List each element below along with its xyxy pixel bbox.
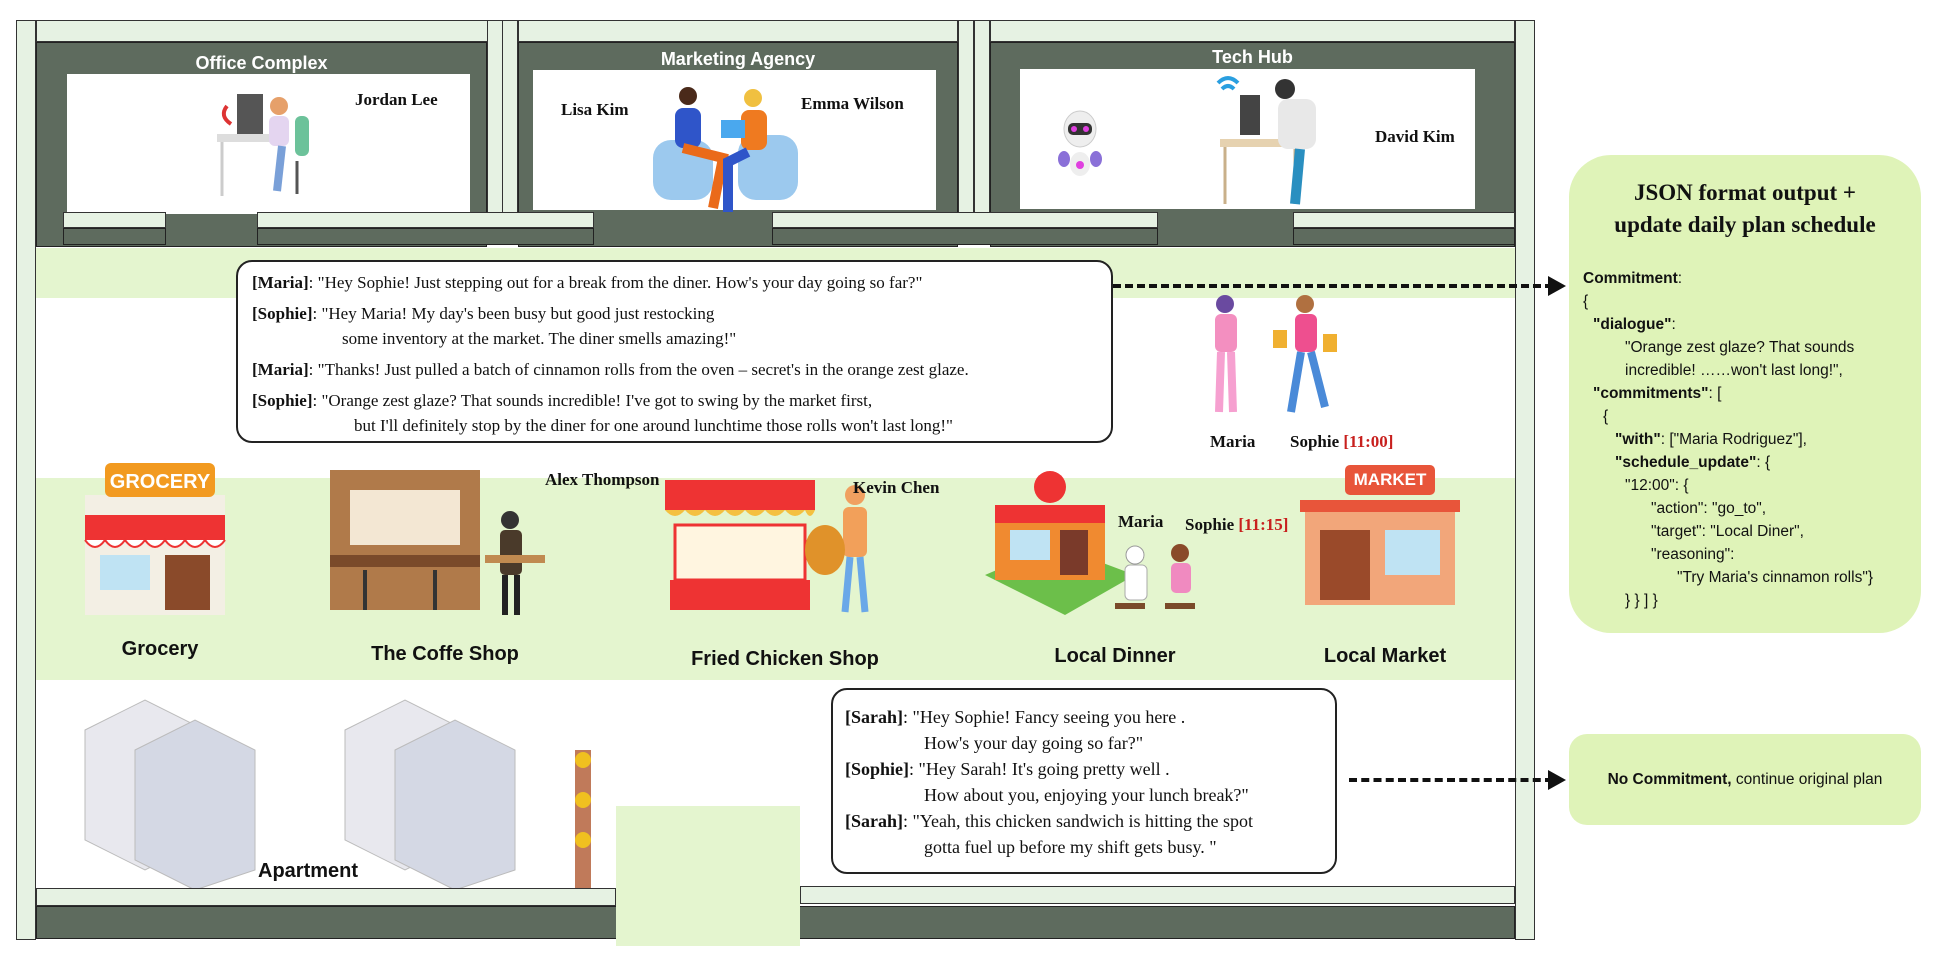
person-name-maria: Maria: [1210, 432, 1256, 451]
dialogue-line: [Sophie]: "Hey Maria! My day's been busy…: [252, 304, 737, 348]
json-content: Commitment: { "dialogue": "Orange zest g…: [1583, 270, 1873, 609]
building-title: Tech Hub: [1212, 47, 1293, 67]
person-name: Sophie [11:15]: [1185, 515, 1289, 534]
coffee-shop-icon: [330, 470, 545, 615]
no-commitment-label: No Commitment,: [1607, 770, 1732, 788]
grocery-sign: GROCERY: [109, 471, 211, 493]
apartment-label: Apartment: [258, 860, 359, 882]
apartment-buildings-illustration: [84, 699, 591, 890]
developer-illustration: [1216, 76, 1316, 205]
time-badge: [11:15]: [1238, 515, 1289, 534]
marketing-roof: [518, 20, 958, 42]
office-room: Jordan Lee: [67, 74, 470, 214]
shop-grocery[interactable]: GROCERY: [75, 455, 240, 625]
ledge: [1293, 212, 1515, 228]
dialogue-line: [Sarah]: "Yeah, this chicken sandwich is…: [845, 811, 1254, 857]
office-worker-illustration: [217, 94, 309, 196]
tech-roof: [990, 20, 1515, 42]
shop-fried-chicken[interactable]: [660, 465, 890, 625]
ledge: [257, 212, 594, 228]
wall-divider: [974, 20, 990, 230]
dialogue-line: [Sarah]: "Hey Sophie! Fancy seeing you h…: [845, 707, 1186, 753]
meeting-illustration: [653, 87, 798, 212]
person-name: Emma Wilson: [801, 94, 904, 113]
dialogue-line: [Sophie]: "Hey Sarah! It's going pretty …: [845, 759, 1249, 805]
shop-label: Local Market: [1323, 645, 1447, 667]
dialogue-line: [Sophie]: "Orange zest glaze? That sound…: [252, 391, 953, 435]
office-roof: [36, 20, 496, 42]
ledge: [772, 212, 1158, 228]
maria-sophie-illustration: [1215, 295, 1337, 413]
left-wall: [16, 20, 36, 940]
dashed-arrow: [1113, 284, 1553, 288]
bottom-ledge: [36, 888, 616, 906]
person-name: Jordan Lee: [355, 90, 438, 109]
dialogue-bubble-maria-sophie: [Maria]: "Hey Sophie! Just stepping out …: [236, 260, 1113, 443]
person-name: Maria: [1118, 512, 1164, 531]
shop-label: Grocery: [121, 638, 199, 660]
ledge: [1293, 228, 1515, 245]
building-title: Marketing Agency: [660, 49, 816, 69]
right-wall: [1515, 20, 1535, 940]
no-commitment-box: No Commitment, continue original plan: [1569, 734, 1921, 825]
wall-divider: [502, 20, 518, 230]
person-name: Kevin Chen: [853, 478, 940, 497]
building-title: Office Complex: [195, 53, 328, 73]
robot-icon: [1058, 110, 1102, 176]
dashed-arrow: [1349, 778, 1553, 782]
dialogue-line: [Maria]: "Thanks! Just pulled a batch of…: [252, 360, 969, 379]
diner-icon: [985, 471, 1195, 615]
grocery-store-icon: [84, 463, 226, 615]
wall-divider: [958, 20, 974, 230]
ledge: [772, 228, 1158, 245]
marketing-room: Lisa Kim Emma Wilson: [533, 70, 936, 212]
no-commitment-text: continue original plan: [1731, 770, 1883, 788]
dialogue-bubble-sarah-sophie: [Sarah]: "Hey Sophie! Fancy seeing you h…: [831, 688, 1337, 874]
person-name-sophie: Sophie [11:00]: [1290, 432, 1394, 451]
person-name: Alex Thompson: [545, 470, 660, 489]
ledge: [257, 228, 594, 245]
shop-label: Local Dinner: [1054, 645, 1176, 667]
output-title: JSON format output + update daily plan s…: [1614, 180, 1876, 237]
market-store-icon: [1300, 465, 1460, 605]
time-badge: [11:00]: [1343, 432, 1394, 451]
person-name: David Kim: [1375, 127, 1455, 146]
shop-label: The Coffe Shop: [371, 643, 519, 665]
bottom-ledge: [800, 886, 1515, 904]
fried-chicken-stall-icon: [665, 480, 869, 613]
market-sign: MARKET: [1353, 470, 1427, 489]
shop-coffee[interactable]: [325, 460, 555, 620]
shop-local-diner[interactable]: [975, 465, 1235, 630]
tech-room: David Kim: [1020, 69, 1475, 209]
shop-local-market[interactable]: MARKET: [1295, 460, 1465, 620]
arrow-head-icon: [1548, 770, 1566, 790]
arrow-head-icon: [1548, 276, 1566, 296]
entrance: [616, 806, 800, 946]
person-name: Lisa Kim: [561, 100, 629, 119]
json-output-box: JSON format output + update daily plan s…: [1569, 155, 1921, 633]
ledge: [63, 212, 166, 228]
dialogue-line: [Maria]: "Hey Sophie! Just stepping out …: [252, 273, 923, 292]
shop-label: Fried Chicken Shop: [691, 648, 879, 670]
ledge: [63, 228, 166, 245]
